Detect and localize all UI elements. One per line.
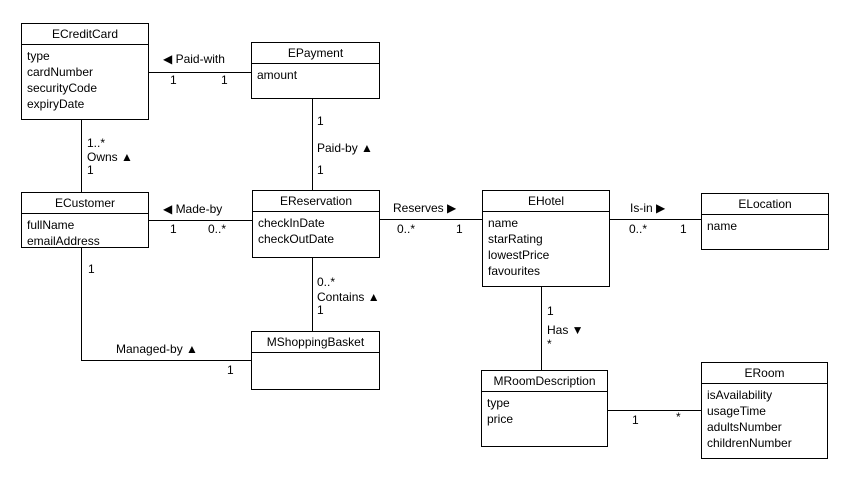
attribute: cardNumber bbox=[27, 65, 94, 79]
class-ereservation: EReservation checkInDate checkOutDate bbox=[252, 190, 380, 258]
association-made-by-line bbox=[149, 220, 252, 221]
multiplicity: * bbox=[676, 410, 681, 424]
multiplicity: 1 bbox=[221, 73, 228, 87]
attribute: isAvailability bbox=[707, 388, 773, 402]
association-is-in-line bbox=[610, 219, 701, 220]
class-title: ELocation bbox=[702, 194, 828, 215]
association-owns-line bbox=[81, 120, 82, 192]
association-has-line bbox=[541, 287, 542, 370]
class-title: EPayment bbox=[252, 43, 379, 64]
class-attributes: name bbox=[702, 215, 828, 234]
multiplicity: 1 bbox=[456, 222, 463, 236]
multiplicity: 1..* bbox=[87, 136, 106, 150]
association-label-reserves: Reserves ▶ bbox=[393, 201, 457, 215]
association-label-made-by: ◀ Made-by bbox=[163, 202, 223, 216]
multiplicity: 1 bbox=[632, 413, 639, 427]
association-label-owns: Owns ▲ bbox=[87, 150, 133, 164]
class-attributes: checkInDate checkOutDate bbox=[253, 212, 379, 247]
attribute: price bbox=[487, 412, 514, 426]
multiplicity: 1 bbox=[170, 222, 177, 236]
association-label-managed-by: Managed-by ▲ bbox=[116, 342, 198, 356]
attribute: type bbox=[27, 49, 50, 63]
association-managed-by-line-vertical bbox=[81, 248, 82, 361]
attribute: checkInDate bbox=[258, 216, 325, 230]
class-attributes: isAvailability usageTime adultsNumber ch… bbox=[702, 384, 827, 451]
multiplicity: 1 bbox=[88, 262, 95, 276]
attribute: fullName bbox=[27, 218, 75, 232]
attribute: adultsNumber bbox=[707, 420, 782, 434]
class-attributes bbox=[252, 353, 379, 356]
association-label-paid-by: Paid-by ▲ bbox=[317, 141, 373, 155]
association-paid-by-line bbox=[312, 99, 313, 190]
class-attributes: type cardNumber securityCode expiryDate bbox=[22, 45, 148, 112]
class-elocation: ELocation name bbox=[701, 193, 829, 250]
class-title: ECustomer bbox=[22, 193, 148, 214]
association-label-has: Has ▼ bbox=[547, 323, 584, 337]
multiplicity: 1 bbox=[547, 304, 554, 318]
association-managed-by-line-horizontal bbox=[81, 360, 251, 361]
multiplicity: 1 bbox=[87, 163, 94, 177]
multiplicity: 1 bbox=[680, 222, 687, 236]
class-title: MRoomDescription bbox=[482, 371, 607, 392]
class-eroom: ERoom isAvailability usageTime adultsNum… bbox=[701, 362, 828, 459]
multiplicity: * bbox=[547, 337, 552, 351]
class-ehotel: EHotel name starRating lowestPrice favou… bbox=[482, 190, 610, 287]
attribute: childrenNumber bbox=[707, 436, 792, 450]
multiplicity: 1 bbox=[227, 363, 234, 377]
multiplicity: 0..* bbox=[317, 275, 336, 289]
attribute: lowestPrice bbox=[488, 248, 550, 262]
association-label-is-in: Is-in ▶ bbox=[630, 201, 666, 215]
class-title: EReservation bbox=[253, 191, 379, 212]
attribute: amount bbox=[257, 68, 298, 82]
class-title: EHotel bbox=[483, 191, 609, 212]
class-title: MShoppingBasket bbox=[252, 332, 379, 353]
multiplicity: 0..* bbox=[629, 222, 648, 236]
association-paid-with-line bbox=[149, 72, 251, 73]
association-room-description-room-line bbox=[607, 410, 701, 411]
attribute: expiryDate bbox=[27, 97, 85, 111]
class-attributes: fullName emailAddress bbox=[22, 214, 148, 248]
association-label-paid-with: ◀ Paid-with bbox=[163, 52, 225, 66]
association-reserves-line bbox=[380, 219, 482, 220]
association-label-contains: Contains ▲ bbox=[317, 290, 380, 304]
attribute: starRating bbox=[488, 232, 543, 246]
attribute: securityCode bbox=[27, 81, 98, 95]
attribute: checkOutDate bbox=[258, 232, 335, 246]
attribute: usageTime bbox=[707, 404, 766, 418]
attribute: type bbox=[487, 396, 510, 410]
multiplicity: 1 bbox=[317, 163, 324, 177]
association-contains-line bbox=[312, 258, 313, 331]
class-mshoppingbasket: MShoppingBasket bbox=[251, 331, 380, 390]
class-title: ECreditCard bbox=[22, 24, 148, 45]
class-ecreditcard: ECreditCard type cardNumber securityCode… bbox=[21, 23, 149, 120]
class-attributes: amount bbox=[252, 64, 379, 83]
class-ecustomer: ECustomer fullName emailAddress bbox=[21, 192, 149, 248]
attribute: name bbox=[488, 216, 519, 230]
class-attributes: type price bbox=[482, 392, 607, 427]
class-epayment: EPayment amount bbox=[251, 42, 380, 99]
class-attributes: name starRating lowestPrice favourites bbox=[483, 212, 609, 279]
multiplicity: 1 bbox=[317, 303, 324, 317]
multiplicity: 0..* bbox=[208, 222, 227, 236]
multiplicity: 0..* bbox=[397, 222, 416, 236]
multiplicity: 1 bbox=[317, 114, 324, 128]
multiplicity: 1 bbox=[170, 73, 177, 87]
attribute: emailAddress bbox=[27, 234, 100, 248]
class-title: ERoom bbox=[702, 363, 827, 384]
attribute: name bbox=[707, 219, 738, 233]
class-mroomdescription: MRoomDescription type price bbox=[481, 370, 608, 447]
attribute: favourites bbox=[488, 264, 541, 278]
